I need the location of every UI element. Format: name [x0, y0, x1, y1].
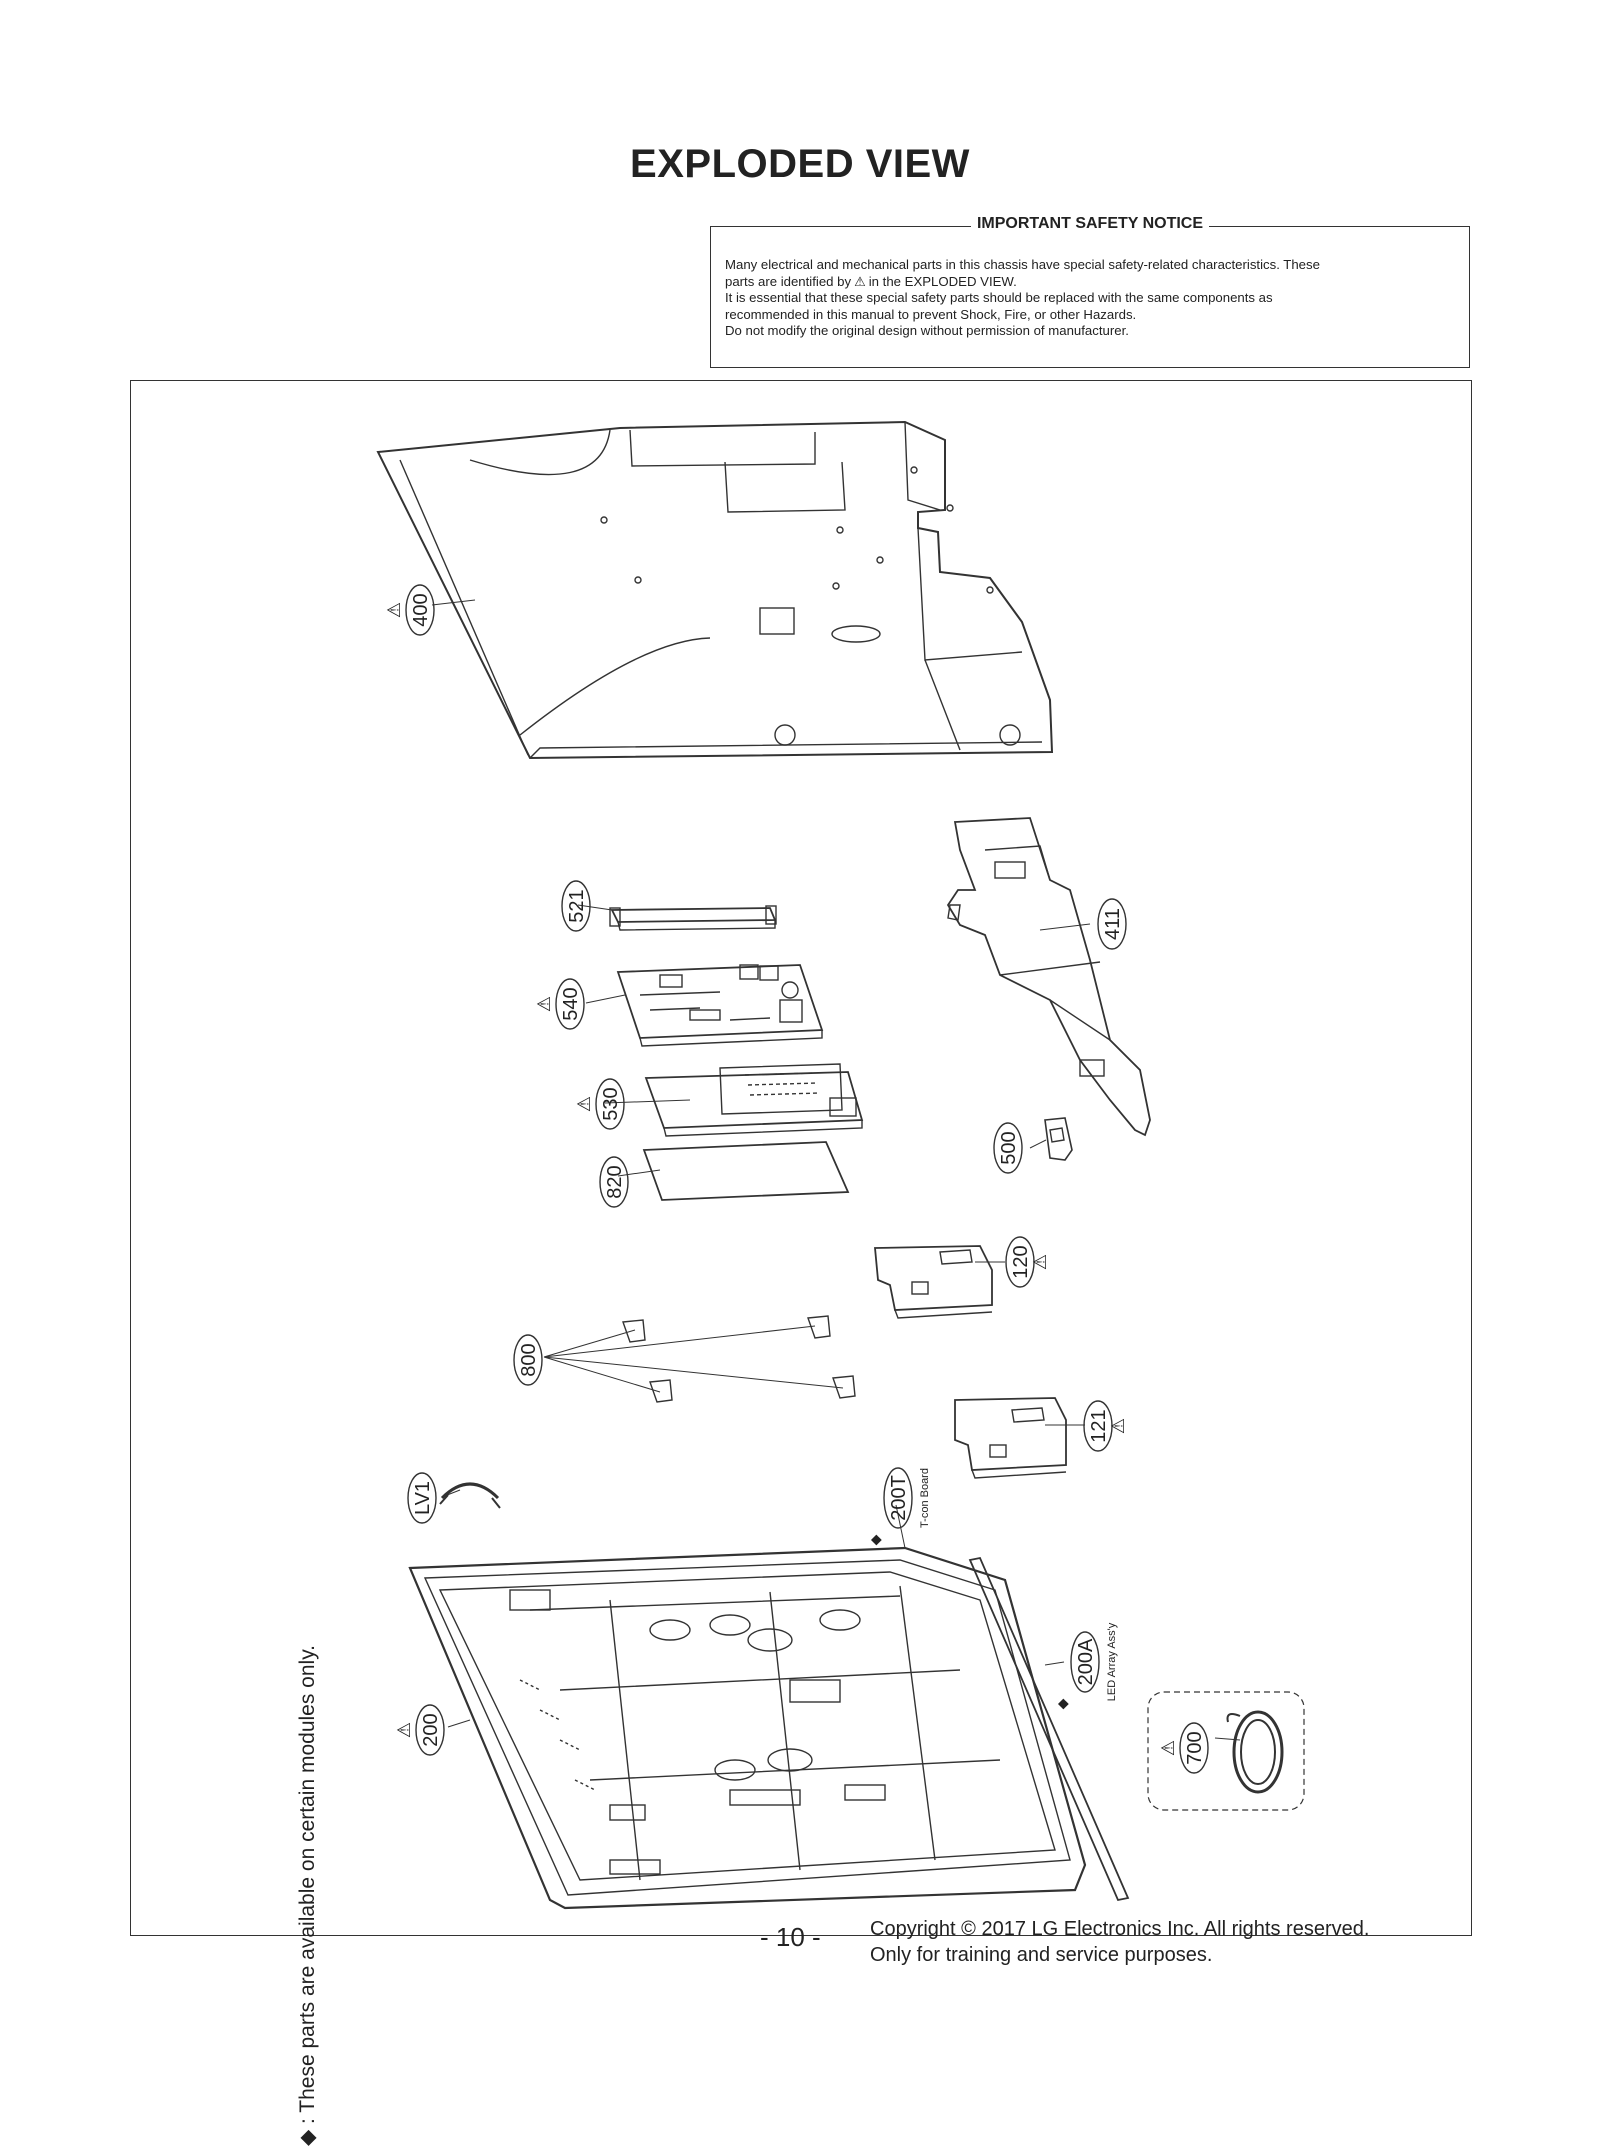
svg-text:LV1: LV1: [412, 1481, 434, 1515]
svg-text:530: 530: [600, 1087, 622, 1120]
callout-700: 700 ⚠: [1158, 1722, 1209, 1774]
svg-text:120: 120: [1010, 1245, 1032, 1278]
diamond-icon: ◆: [1054, 1698, 1070, 1709]
bracket-800-drawing: [622, 1315, 856, 1403]
speaker-120-drawing: [874, 1245, 993, 1319]
main-board-drawing: [616, 964, 824, 1047]
svg-text:521: 521: [566, 889, 588, 922]
copyright-block: Copyright © 2017 LG Electronics Inc. All…: [870, 1916, 1369, 1968]
svg-text:700: 700: [1184, 1731, 1206, 1764]
leader-lines: [431, 599, 1241, 1741]
notice-heading: IMPORTANT SAFETY NOTICE: [970, 215, 1210, 232]
notice-line-2: parts are identified by⚠in the EXPLODED …: [725, 273, 1017, 289]
notice-line-3: It is essential that these special safet…: [725, 290, 1273, 305]
led-bar-200a-drawing: [968, 1556, 1130, 1902]
callout-120: 120 ⚠: [1005, 1236, 1050, 1288]
bracket-521-drawing: [609, 905, 777, 931]
notice-line-1: Many electrical and mechanical parts in …: [725, 257, 1320, 272]
svg-text:820: 820: [604, 1165, 626, 1198]
svg-text:121: 121: [1088, 1409, 1110, 1442]
warning-triangle-icon: ⚠: [854, 273, 866, 289]
callout-530: 530 ⚠: [574, 1078, 625, 1130]
speaker-121-drawing: [954, 1397, 1067, 1479]
part-500-drawing: [1044, 1117, 1073, 1161]
callout-200: 200 ⚠: [394, 1704, 445, 1756]
page-number: - 10 -: [760, 1922, 821, 1952]
callout-521: 521: [561, 880, 591, 932]
back-cover-drawing: [376, 420, 1054, 760]
safety-notice-box: IMPORTANT SAFETY NOTICE Many electrical …: [710, 215, 1470, 368]
svg-text:LED Array Ass'y: LED Array Ass'y: [1106, 1622, 1118, 1701]
callout-121: 121 ⚠: [1083, 1400, 1128, 1452]
cable-700-drawing: [1147, 1691, 1305, 1811]
diagram-frame: [130, 380, 1472, 1936]
callout-lv1: LV1: [407, 1472, 437, 1524]
callout-400: 400 ⚠: [384, 584, 435, 636]
svg-text:T-con Board: T-con Board: [919, 1468, 931, 1528]
warning-triangle-icon: ⚠: [534, 996, 554, 1012]
callout-411: 411: [1097, 898, 1127, 950]
svg-text:200T: 200T: [888, 1475, 910, 1521]
svg-text:540: 540: [560, 987, 582, 1020]
svg-text:800: 800: [518, 1343, 540, 1376]
warning-triangle-icon: ⚠: [1030, 1254, 1050, 1270]
callout-500: 500: [993, 1122, 1023, 1174]
notice-body: Many electrical and mechanical parts in …: [725, 257, 1455, 340]
callout-540: 540 ⚠: [534, 978, 585, 1030]
warning-triangle-icon: ⚠: [394, 1722, 414, 1738]
svg-text:411: 411: [1102, 908, 1124, 940]
svg-text:400: 400: [410, 593, 432, 626]
power-board-drawing: [644, 1063, 864, 1137]
notice-line-5: Do not modify the original design withou…: [725, 323, 1129, 338]
callout-800: 800: [513, 1334, 543, 1386]
svg-text:200: 200: [420, 1713, 442, 1746]
panel-200-drawing: [408, 1546, 1087, 1910]
callout-820: 820: [599, 1156, 629, 1208]
purpose-text: Only for training and service purposes.: [870, 1944, 1213, 1966]
frame-bracket-411-drawing: [946, 817, 1151, 1137]
insulator-sheet-drawing: [642, 1141, 850, 1201]
diamond-icon: ◆: [867, 1534, 883, 1545]
notice-line-4: recommended in this manual to prevent Sh…: [725, 306, 1137, 322]
svg-text:500: 500: [998, 1131, 1020, 1164]
callout-200t: 200T ◆ T-con Board: [867, 1467, 931, 1545]
warning-triangle-icon: ⚠: [1108, 1418, 1128, 1434]
exploded-view-diagram: 400 ⚠ 521 411 540 ⚠ 530 ⚠ 500 820 120 ⚠ …: [376, 420, 1305, 1910]
page-title: EXPLODED VIEW: [630, 142, 970, 186]
callout-200a: 200A ◆ LED Array Ass'y: [1054, 1622, 1118, 1709]
copyright-text: Copyright © 2017 LG Electronics Inc. All…: [870, 1918, 1370, 1940]
warning-triangle-icon: ⚠: [384, 602, 404, 618]
warning-triangle-icon: ⚠: [574, 1096, 594, 1112]
lv1-drawing: [439, 1482, 501, 1509]
svg-text:200A: 200A: [1075, 1638, 1097, 1685]
warning-triangle-icon: ⚠: [1158, 1740, 1178, 1756]
side-note: ◆ : These parts are available on certain…: [296, 1645, 319, 2146]
